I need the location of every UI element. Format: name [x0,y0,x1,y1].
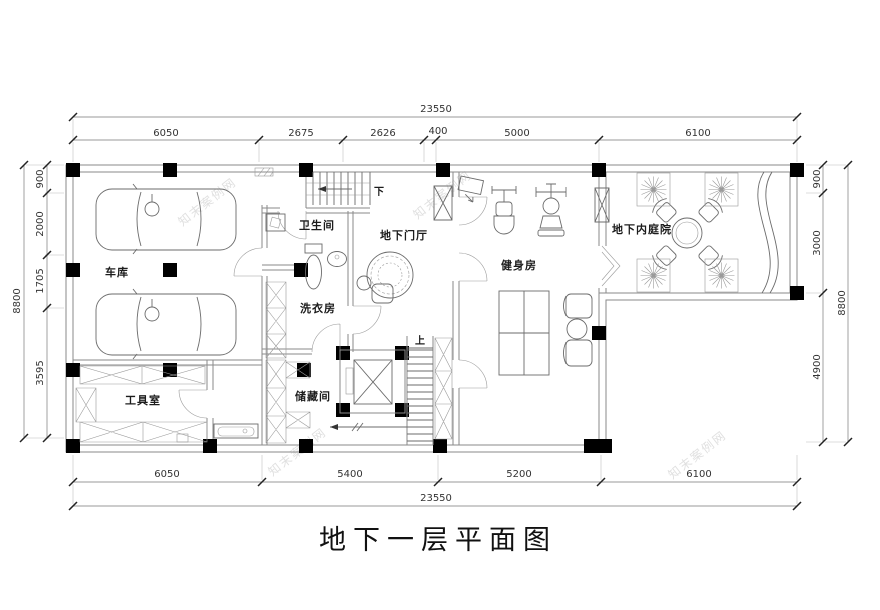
dim-label: 5400 [337,469,362,480]
dim-label: 23550 [420,493,452,504]
dimension-chain-left: 900 2000 1705 3595 8800 [12,169,46,385]
plant-icon [640,262,667,289]
watermark-text: 知末案例网 [175,174,239,229]
car-icon [95,288,237,360]
wall-vent [254,167,274,177]
shower-basin-icon [265,213,286,232]
elevator [339,349,406,414]
dim-label: 2675 [288,128,313,139]
curtain-wave [757,171,779,294]
room-label-courtyard: 地下内庭院 [612,222,672,236]
stair-direction-label: 上 [415,334,425,347]
dimension-ticks [19,112,853,511]
courtyard-table-set [649,195,726,273]
room-label-toolroom: 工具室 [125,393,161,407]
dim-label: 4900 [812,354,823,379]
dim-label: 5200 [506,469,531,480]
dim-label: 6100 [686,469,711,480]
room-label-gym: 健身房 [501,258,537,272]
dim-label: 400 [428,126,447,137]
dimension-chain-top: 23550 6050 2675 2626 400 5000 6100 [153,104,710,139]
toilet-icon [304,243,323,290]
tv-icon [457,175,485,203]
dim-label: 1705 [35,268,46,293]
plant-icon [640,176,667,203]
dim-label: 6050 [153,128,178,139]
gym-seating [563,293,593,367]
dim-label: 5000 [504,128,529,139]
room-labels: 车库 卫生间 地下门厅 洗衣房 工具室 储藏间 健身房 地下内庭院 [105,218,672,407]
dim-label: 2000 [35,211,46,236]
game-table [498,290,550,376]
dim-label: 23550 [420,104,452,115]
planter-boxes [636,172,739,293]
plant-icon [708,262,735,289]
dim-label: 6100 [685,128,710,139]
gym-equipment-icon [491,186,517,235]
round-table-icon [566,318,588,340]
watermark-text: 知末案例网 [265,424,329,479]
dim-label: 2626 [370,128,395,139]
door-swings [178,196,621,419]
dim-label: 900 [35,169,46,188]
washbasin-icon [327,251,347,267]
car-icon [95,183,237,255]
sink-counter [176,423,259,443]
shelf-units [75,281,453,444]
dim-label: 6050 [154,469,179,480]
extension-lines [26,119,846,504]
staircase-up: 上 [330,334,434,445]
room-label-storage: 储藏间 [295,389,331,403]
dim-label: 3000 [812,230,823,255]
room-label-garage: 车库 [105,265,129,279]
dim-label: 3595 [35,360,46,385]
room-label-laundry: 洗衣房 [300,301,336,315]
duct-shaft-symbol [433,185,610,223]
interior-walls [73,172,607,445]
plant-icon [708,176,735,203]
foyer-plant-table [356,251,414,304]
drawing-title: 地下一层平面图 [319,525,557,556]
room-label-bathroom: 卫生间 [299,218,335,232]
gym-equipment-icon [535,183,567,237]
dimension-chain-right: 900 3000 4900 8800 [812,169,848,379]
stair-direction-label: 下 [374,186,384,198]
dim-label: 900 [812,169,823,188]
staircase-down: 下 [306,172,384,205]
dim-label: 8800 [837,290,848,315]
dim-label: 8800 [12,288,23,313]
dimension-chain-bottom: 6050 5400 5200 6100 23550 [154,469,711,504]
room-label-foyer: 地下门厅 [380,228,428,242]
